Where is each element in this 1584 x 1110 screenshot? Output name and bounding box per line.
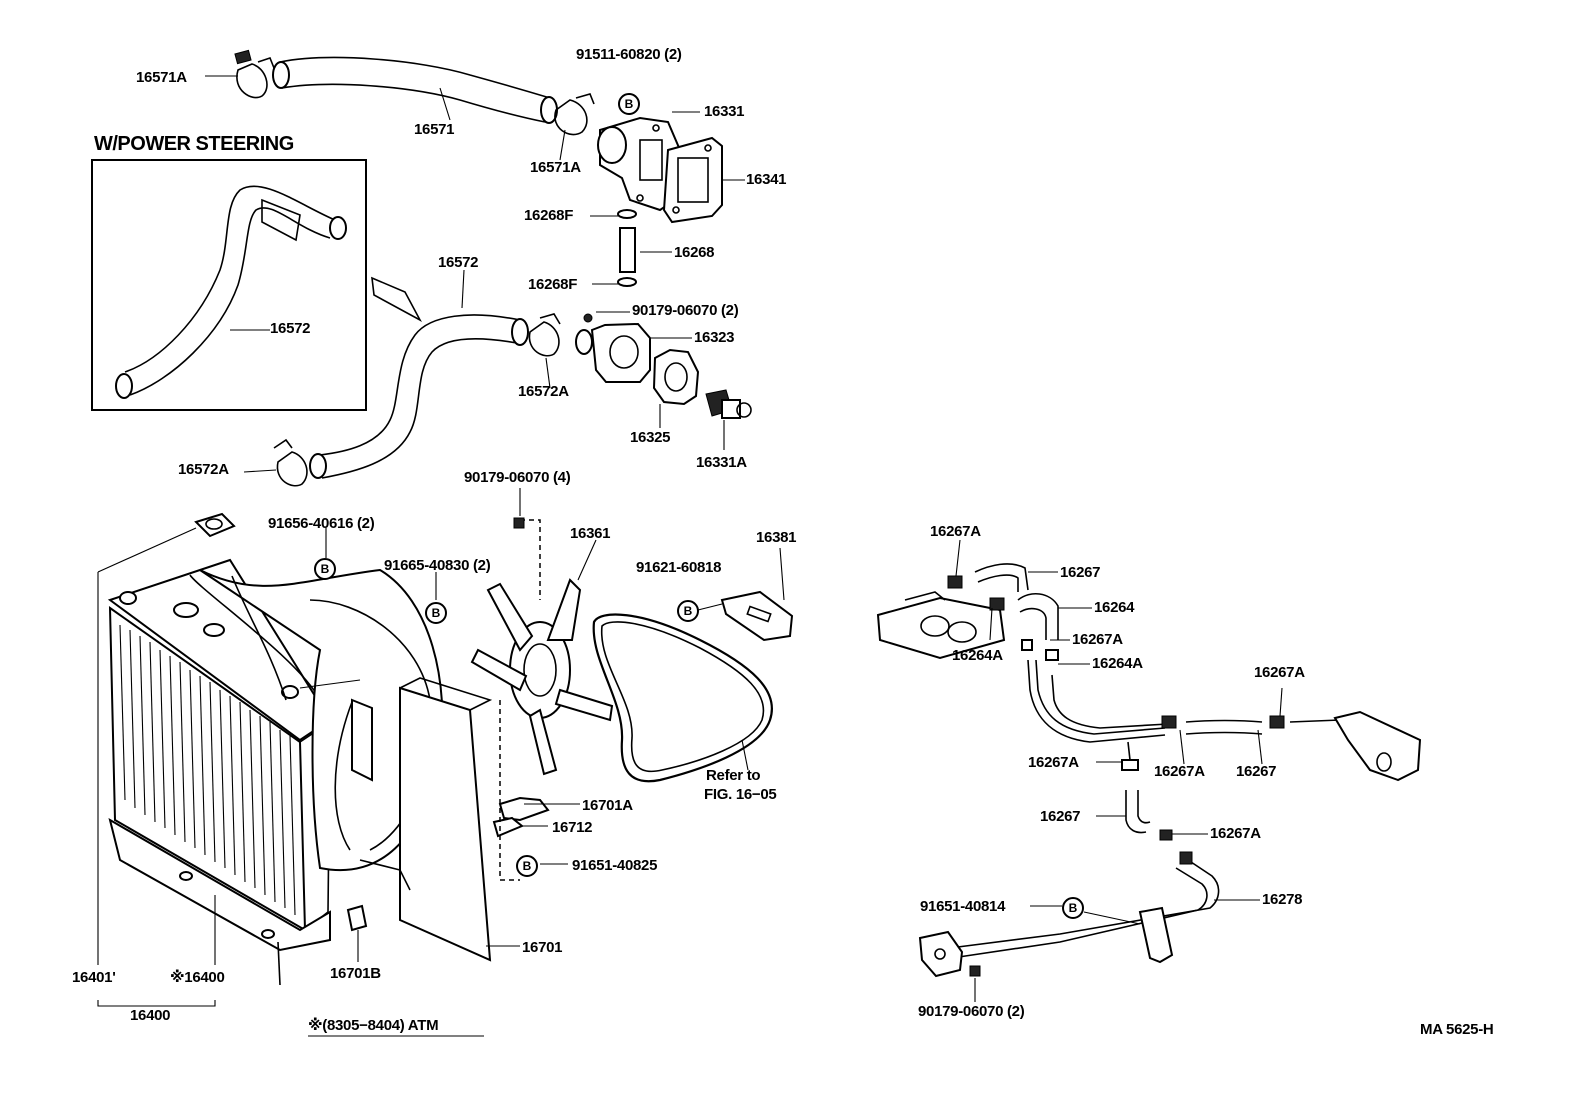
water-pipe-16278 xyxy=(918,851,1220,978)
part-label: 16267A xyxy=(930,523,981,540)
part-label: 16264A xyxy=(1092,655,1143,672)
part-label: 91651-40814 xyxy=(920,898,1006,915)
part-label: 16268F xyxy=(524,207,574,224)
part-label: 16325 xyxy=(630,429,671,446)
inset-box-power-steering xyxy=(91,159,367,411)
part-label: 16571 xyxy=(414,121,455,138)
part-label: 16572A xyxy=(518,383,569,400)
hose-clamp-16571A-mid xyxy=(554,93,595,136)
part-label: 91511-60820 (2) xyxy=(576,46,682,63)
part-label: 16331 xyxy=(704,103,745,120)
part-label: 16323 xyxy=(694,329,735,346)
water-outlet-16331 xyxy=(597,116,682,212)
fan-shroud xyxy=(199,568,493,962)
part-label: ※16400 xyxy=(170,969,225,986)
part-label: 16264A xyxy=(952,647,1003,664)
inset-title: W/POWER STEERING xyxy=(94,133,294,155)
diagram-code: MA 5625-H xyxy=(1420,1021,1494,1038)
intake-flange xyxy=(876,591,1006,660)
part-label: 16268 xyxy=(674,244,715,261)
bypass-pipe-16268 xyxy=(617,209,637,287)
bolt-badge: B xyxy=(425,602,447,624)
part-label: 16571A xyxy=(136,69,187,86)
part-label: 16268F xyxy=(528,276,578,293)
part-label: 91665-40830 (2) xyxy=(384,557,491,574)
part-label: 16331A xyxy=(696,454,747,471)
bracket-right xyxy=(1333,710,1422,782)
thermostat-16331A xyxy=(705,389,752,419)
water-pipe-assembly xyxy=(1027,659,1361,771)
water-hose-16267-low xyxy=(1125,790,1173,841)
radiator-cap xyxy=(194,512,236,538)
part-label: 16267A xyxy=(1028,754,1079,771)
part-label: FIG. 16−05 xyxy=(704,786,777,803)
part-label: 16701 xyxy=(522,939,563,956)
bolt-badge: B xyxy=(516,855,538,877)
part-label: 16572 xyxy=(438,254,479,271)
part-label: 90179-06070 (4) xyxy=(464,469,571,486)
part-label: 16401' xyxy=(72,969,116,986)
v-belt xyxy=(592,613,773,783)
bolt-badge: B xyxy=(677,600,699,622)
part-label: 16701A xyxy=(582,797,633,814)
part-label: 16267 xyxy=(1060,564,1101,581)
part-label: 16571A xyxy=(530,159,581,176)
part-label: 16572A xyxy=(178,461,229,478)
part-label: Refer to xyxy=(706,767,761,784)
cooling-fan-16361 xyxy=(470,578,614,776)
part-label: 91656-40616 (2) xyxy=(268,515,375,532)
gasket-16341 xyxy=(662,136,723,224)
part-label: 16267A xyxy=(1154,763,1205,780)
part-label: 16267A xyxy=(1210,825,1261,842)
part-label: 16381 xyxy=(756,529,797,546)
part-label: 91621-60818 xyxy=(636,559,722,576)
part-label: 16267A xyxy=(1072,631,1123,648)
part-label: 16341 xyxy=(746,171,787,188)
hose-clamp-16571A-top xyxy=(234,49,275,99)
part-label: 90179-06070 (2) xyxy=(918,1003,1025,1020)
part-label: 16278 xyxy=(1262,891,1303,908)
bracket-16381 xyxy=(720,590,794,642)
part-label: 91651-40825 xyxy=(572,857,658,874)
part-label: 16712 xyxy=(552,819,593,836)
part-label: 16267 xyxy=(1236,763,1277,780)
footnote: ※(8305−8404) ATM xyxy=(308,1017,439,1034)
gasket-16325 xyxy=(652,348,700,406)
part-label: 16264 xyxy=(1094,599,1135,616)
part-label: 16361 xyxy=(570,525,611,542)
thermostat-housing-16323 xyxy=(575,313,651,383)
radiator-16400 xyxy=(107,558,332,986)
part-label: 16267 xyxy=(1040,808,1081,825)
leader-lines xyxy=(205,75,1283,1037)
bolt-badge: B xyxy=(314,558,336,580)
part-label: 16400 xyxy=(130,1007,171,1024)
part-label: 16701B xyxy=(330,965,381,982)
bolt-badge: B xyxy=(1062,897,1084,919)
part-label: 16572 xyxy=(270,320,311,337)
part-label: 16267A xyxy=(1254,664,1305,681)
upper-radiator-hose xyxy=(272,56,558,124)
hose-clamp-16572A-low xyxy=(273,438,308,487)
bolt-badge: B xyxy=(618,93,640,115)
water-hose-16267-top xyxy=(947,563,1029,592)
lower-radiator-hose xyxy=(309,314,529,479)
hose-clamp-16572A-mid xyxy=(528,313,561,357)
water-hose-16264 xyxy=(989,593,1059,661)
part-label: 90179-06070 (2) xyxy=(632,302,739,319)
